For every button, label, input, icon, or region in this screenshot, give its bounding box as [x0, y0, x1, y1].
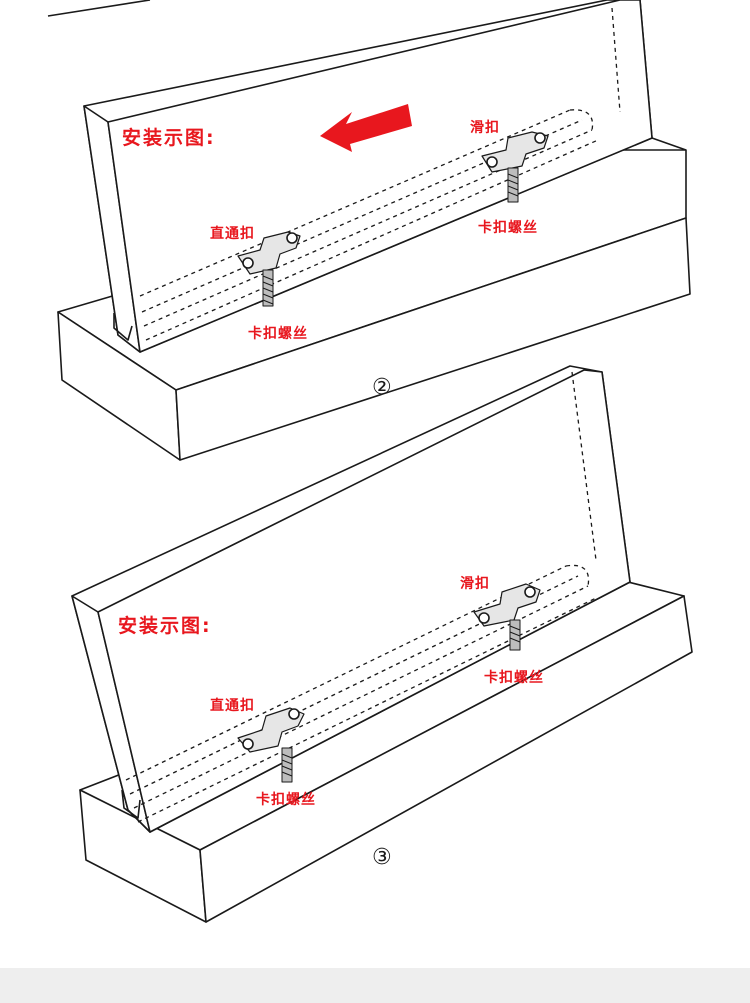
slide-clip-hardware: [481, 131, 549, 203]
slide-clip-label: 滑扣: [470, 119, 500, 136]
left-arrow-icon: [320, 104, 412, 152]
straight-clip-label: 直通扣: [210, 225, 255, 242]
slide-clip-hardware: [473, 583, 541, 651]
screw-label-right: 卡扣螺丝: [478, 219, 538, 236]
straight-clip-hardware: [237, 231, 301, 307]
screw-label-left: 卡扣螺丝: [248, 325, 308, 342]
groove-slot: [113, 313, 133, 341]
diagram-step-2-labels: 安装示图: 滑扣 卡扣螺丝 直通扣 卡扣螺丝: [122, 119, 538, 342]
footer-band: [0, 968, 750, 1003]
step-number: ③: [372, 845, 392, 870]
slide-clip-label: 滑扣: [460, 575, 490, 592]
install-title: 安装示图:: [118, 614, 212, 637]
diagram-step-3-labels: 安装示图: 滑扣 卡扣螺丝 直通扣 卡扣螺丝: [118, 575, 544, 808]
diagram-step-3: [71, 365, 693, 923]
step-number: ②: [372, 375, 392, 400]
base-edge: [651, 137, 687, 151]
diagram-step-2: [47, 0, 691, 461]
screw-label-left: 卡扣螺丝: [256, 791, 316, 808]
panel-edge: [47, 0, 151, 17]
straight-clip-hardware: [237, 707, 305, 783]
install-title: 安装示图:: [122, 126, 216, 149]
straight-clip-label: 直通扣: [210, 697, 255, 714]
groove-slot: [121, 789, 141, 819]
screw-label-right: 卡扣螺丝: [484, 669, 544, 686]
